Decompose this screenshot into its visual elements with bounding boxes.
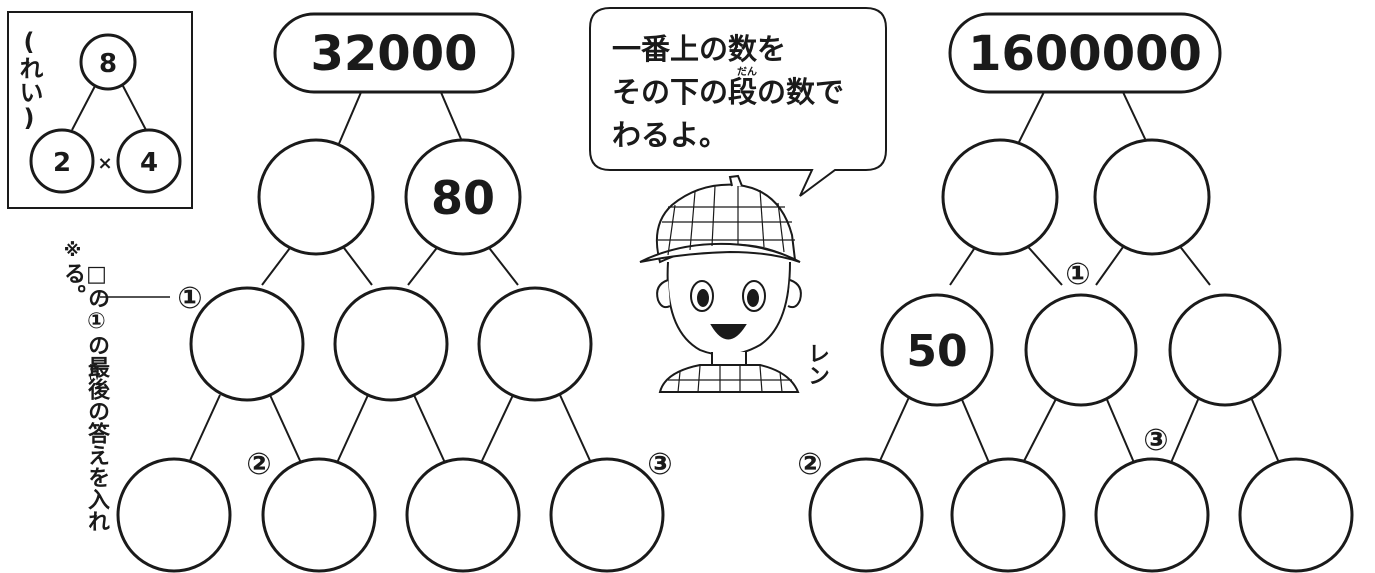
right-r2-n2[interactable]: [1093, 138, 1211, 256]
speech-line-2: その下の段の数で: [612, 75, 845, 109]
note-mark: ※: [62, 240, 83, 261]
right-r4-n1[interactable]: [808, 457, 924, 573]
right-label-1: ①: [1065, 257, 1090, 292]
left-root-value: 32000: [311, 26, 478, 82]
left-label-3: ③: [647, 447, 672, 482]
right-tree: 1600000 50 ① ② ③: [797, 12, 1354, 573]
example-label: (れい): [15, 28, 43, 132]
example-left-value: 2: [53, 148, 71, 178]
left-tree: 32000 80 ② ③: [116, 12, 673, 573]
left-r4-n3[interactable]: [405, 457, 521, 573]
left-r3-n1[interactable]: [189, 286, 305, 402]
left-r3-n3[interactable]: [477, 286, 593, 402]
right-root-box: [948, 12, 1222, 94]
example-top-value: 8: [99, 49, 117, 79]
left-label-2: ②: [246, 447, 271, 482]
speech-ruby-dan: だん: [737, 67, 757, 78]
right-root-value: 1600000: [968, 26, 1202, 82]
note-text: □の①の最後の答えを入れる。: [60, 262, 109, 532]
left-r3-n2[interactable]: [333, 286, 449, 402]
example-right-circle: [116, 128, 182, 194]
right-r3-n1-value: 50: [906, 326, 967, 377]
speech-bubble: [589, 7, 887, 197]
left-r2-n1[interactable]: [257, 138, 375, 256]
example-box: 8 2 × 4: [7, 11, 193, 209]
right-r4-n4[interactable]: [1238, 457, 1354, 573]
left-root-box: [273, 12, 515, 94]
speech-line-3: わるよ。: [612, 118, 729, 152]
character-name: レン: [804, 342, 829, 386]
left-r2-n2-value: 80: [431, 171, 495, 225]
left-r4-n4[interactable]: [549, 457, 665, 573]
left-r4-n2[interactable]: [261, 457, 377, 573]
right-r2-n1[interactable]: [941, 138, 1059, 256]
note-pointer-label: ①: [177, 281, 202, 316]
character-ren: [639, 174, 802, 393]
right-r3-n3[interactable]: [1168, 293, 1282, 407]
left-r2-n2[interactable]: [404, 138, 522, 256]
right-label-3: ③: [1143, 423, 1168, 458]
speech-line-1: 一番上の数を: [612, 32, 787, 66]
left-r4-n1[interactable]: [116, 457, 232, 573]
left-tree-lines: [187, 89, 593, 466]
right-r4-n2[interactable]: [950, 457, 1066, 573]
right-r4-n3[interactable]: [1094, 457, 1210, 573]
speech-text: 一番上の数を その下の段の数で わるよ。: [612, 28, 882, 157]
example-top-circle: [79, 33, 137, 91]
note-ruby-sai: さい: [86, 362, 97, 382]
right-r3-n1[interactable]: [880, 293, 994, 407]
times-sign: ×: [97, 153, 112, 174]
right-label-2: ②: [797, 447, 822, 482]
right-r3-n2[interactable]: [1024, 293, 1138, 407]
example-left-circle: [29, 128, 95, 194]
example-right-value: 4: [140, 148, 158, 178]
